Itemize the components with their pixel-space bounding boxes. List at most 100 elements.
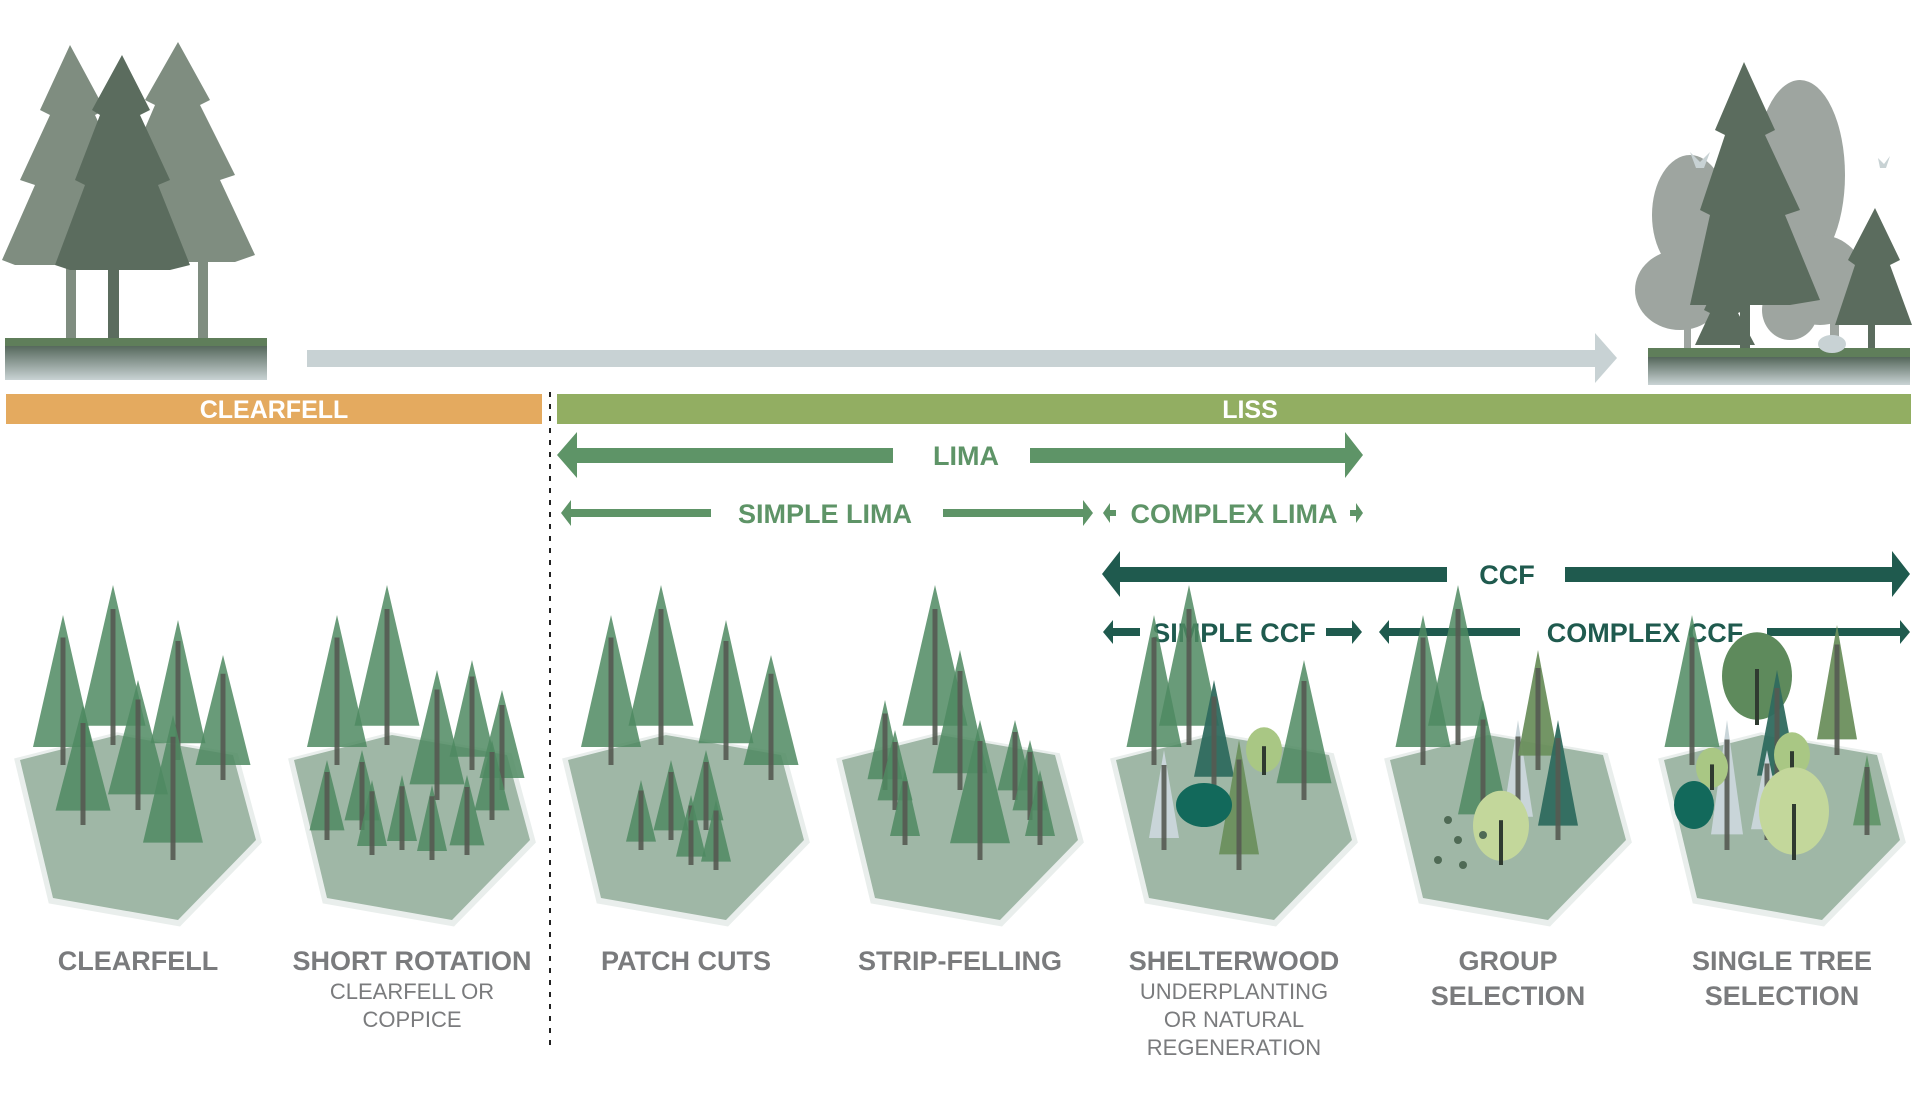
- conifer-tree-icon: [1276, 660, 1332, 800]
- conifer-tree-icon: [309, 760, 345, 840]
- conifer-tree-icon: [449, 775, 485, 855]
- stand-patch-cuts: [562, 585, 810, 927]
- bird-icon: [1690, 152, 1710, 168]
- simple-lima-label: SIMPLE LIMA: [738, 499, 912, 529]
- silvicultural-systems: CLEARFELL SHORT ROTATION CLEARFELL OR COPPI…: [14, 585, 1906, 1060]
- system-title: SHORT ROTATION: [293, 946, 532, 976]
- conifer-tree-icon: [1664, 615, 1720, 765]
- ccf-range-arrow: CCF: [1102, 551, 1910, 597]
- conifer-tree-icon: [1025, 770, 1055, 845]
- system-title: CLEARFELL: [58, 946, 218, 976]
- grass-strip: [1648, 348, 1910, 357]
- clearfell-bar: CLEARFELL: [6, 394, 542, 424]
- conifer-tree-icon: [1219, 740, 1259, 870]
- conifer-tree-icon: [80, 585, 146, 745]
- system-subtitle: REGENERATION: [1147, 1035, 1321, 1060]
- system-title: SHELTERWOOD: [1129, 946, 1340, 976]
- conifer-tree-icon: [1817, 625, 1857, 755]
- conifer-tree-icon: [688, 750, 724, 830]
- clearfell-stand-illustration: [2, 42, 267, 380]
- stand-group-selection: [1384, 585, 1632, 927]
- conifer-tree-icon: [108, 680, 168, 810]
- conifer-tree-icon: [1853, 755, 1881, 835]
- conifer-tree-icon: [1149, 750, 1179, 850]
- broadleaf-tree-icon: [1774, 732, 1810, 780]
- arrow-left-icon: [561, 500, 711, 526]
- arrow-left-icon: [1103, 503, 1116, 523]
- animal-icon: [1818, 335, 1846, 353]
- stand-shelterwood: [1110, 585, 1358, 927]
- conifer-tree-icon: [743, 655, 799, 780]
- grass-strip: [5, 338, 267, 346]
- stand-strip-felling: [836, 585, 1084, 927]
- system-subtitle: COPPICE: [362, 1007, 461, 1032]
- conifer-tree-icon: [33, 615, 93, 765]
- broadleaf-tree-icon: [1696, 747, 1728, 790]
- conifer-tree-icon: [950, 720, 1010, 860]
- conifer-tree-icon: [628, 585, 694, 745]
- stand-single-tree-selection: [1658, 615, 1906, 927]
- ground-strip: [5, 343, 267, 380]
- broadleaf-tree-icon: [1473, 790, 1529, 865]
- simple-lima-range-arrow: SIMPLE LIMA: [561, 499, 1093, 529]
- arrow-left-icon: [557, 432, 893, 478]
- broadleaf-tree-icon: [1246, 727, 1282, 775]
- conifer-tree-icon: [581, 615, 641, 765]
- conifer-tree-icon: [1538, 720, 1578, 840]
- progression-arrow: [307, 333, 1617, 383]
- conifer-tree-icon: [150, 620, 206, 760]
- conifer-tree-icon: [1711, 720, 1743, 850]
- ground-strip: [1648, 355, 1910, 385]
- conifer-tree-icon: [1159, 585, 1219, 745]
- conifer-tree-icon: [701, 800, 731, 870]
- conifer-tree-icon: [387, 775, 417, 850]
- system-subtitle: CLEARFELL OR: [330, 979, 494, 1004]
- system-title: PATCH CUTS: [601, 946, 771, 976]
- complex-ccf-label: COMPLEX CCF: [1547, 618, 1744, 648]
- conifer-tree-icon: [474, 740, 510, 820]
- arrow-left-icon: [1103, 620, 1140, 644]
- conifer-tree-icon: [653, 760, 689, 840]
- arrow-right-icon: [943, 500, 1093, 526]
- arrow-right-icon: [1326, 620, 1362, 644]
- system-title: SELECTION: [1431, 981, 1586, 1011]
- conifer-tree-icon: [417, 785, 447, 860]
- stand-clearfell: [14, 585, 262, 927]
- arrow-right-icon: [1350, 503, 1363, 523]
- broadleaf-tree-icon: [1759, 767, 1829, 860]
- arrow-left-icon: [1102, 551, 1447, 597]
- system-title: SINGLE TREE: [1692, 946, 1872, 976]
- conifer-tree-icon: [932, 650, 988, 790]
- arrow-right-icon: [1767, 620, 1910, 644]
- conifer-tree-icon: [307, 615, 367, 765]
- conifer-tree-icon: [195, 655, 251, 780]
- system-title: STRIP-FELLING: [858, 946, 1062, 976]
- system-title: SELECTION: [1705, 981, 1860, 1011]
- conifer-tree-icon: [1503, 720, 1533, 830]
- conifer-tree-icon: [1518, 650, 1558, 770]
- stump-icon: [1459, 861, 1467, 869]
- conifer-tree-icon: [698, 620, 754, 760]
- system-subtitle: OR NATURAL: [1164, 1007, 1304, 1032]
- stand-short-rotation: [288, 585, 536, 927]
- conifer-tree-icon: [449, 660, 495, 770]
- conifer-tree-icon: [1428, 585, 1488, 745]
- complex-lima-label: COMPLEX LIMA: [1131, 499, 1338, 529]
- conifer-tree-icon: [55, 705, 111, 825]
- system-title: GROUP: [1458, 946, 1557, 976]
- stump-icon: [1454, 836, 1462, 844]
- conifer-tree-icon: [1458, 700, 1508, 830]
- conifer-silhouette: [55, 55, 190, 348]
- conifer-tree-icon: [143, 715, 203, 860]
- stump-icon: [1434, 856, 1442, 864]
- complex-lima-range-arrow: COMPLEX LIMA: [1103, 499, 1363, 529]
- bird-icon: [1878, 156, 1890, 168]
- mixed-forest-illustration: [1635, 62, 1912, 385]
- arrow-right-icon: [1030, 432, 1363, 478]
- ccf-label: CCF: [1479, 560, 1535, 590]
- conifer-tree-icon: [676, 795, 706, 865]
- stump-icon: [1444, 816, 1452, 824]
- conifer-tree-icon: [626, 780, 656, 850]
- clearfell-bar-label: CLEARFELL: [200, 396, 349, 424]
